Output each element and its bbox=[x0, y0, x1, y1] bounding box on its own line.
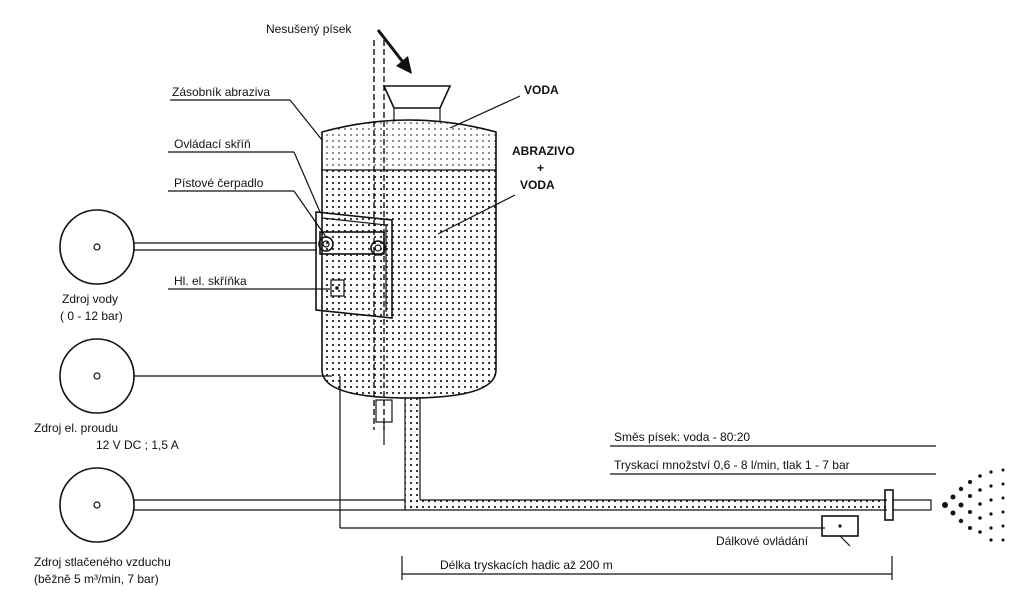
air-supply-pipe bbox=[134, 499, 405, 511]
label-blasting-params: Tryskací množství 0,6 - 8 l/min, tlak 1 … bbox=[614, 458, 850, 472]
label-water-source-range: ( 0 - 12 bar) bbox=[60, 309, 123, 323]
return-tube bbox=[375, 399, 393, 445]
main-electrical-box bbox=[330, 279, 345, 297]
label-remote-control: Dálkové ovládání bbox=[716, 534, 809, 548]
power-source-disc bbox=[59, 338, 135, 414]
blasting-hose bbox=[405, 499, 887, 511]
label-control-box: Ovládací skříň bbox=[174, 137, 251, 151]
label-mix-ratio: Směs písek: voda - 80:20 bbox=[614, 430, 750, 444]
hose-length-dimension bbox=[401, 556, 893, 580]
water-source-disc bbox=[59, 209, 135, 285]
label-main-el-box: Hl. el. skříňka bbox=[174, 274, 247, 288]
piston-pump bbox=[318, 231, 386, 256]
dry-sand-arrow bbox=[376, 29, 412, 74]
label-power-source-spec: 12 V DC ; 1,5 A bbox=[96, 438, 179, 452]
label-abrasive-zone-1: ABRAZIVO bbox=[512, 144, 575, 158]
label-piston-pump: Pístové čerpadlo bbox=[174, 176, 264, 190]
remote-control-box bbox=[821, 515, 859, 537]
leader-lines bbox=[168, 95, 936, 547]
label-dry-sand: Nesušený písek bbox=[266, 22, 352, 36]
label-abrasive-container: Zásobník abraziva bbox=[172, 85, 270, 99]
tank-outlet-pipe bbox=[404, 398, 421, 510]
control-box bbox=[315, 211, 393, 319]
nozzle bbox=[884, 489, 932, 521]
label-hose-length: Délka tryskacích hadic až 200 m bbox=[440, 558, 613, 572]
label-power-source: Zdroj el. proudu bbox=[34, 421, 118, 435]
air-source-disc bbox=[59, 467, 135, 543]
label-water-zone: VODA bbox=[524, 83, 559, 97]
abrasive-tank bbox=[321, 119, 497, 399]
sand-hopper bbox=[382, 85, 452, 122]
label-abrasive-zone-plus: + bbox=[537, 161, 544, 175]
label-air-source: Zdroj stlačeného vzduchu bbox=[34, 555, 171, 569]
label-abrasive-zone-2: VODA bbox=[520, 178, 555, 192]
spray-pattern bbox=[942, 468, 1005, 542]
label-water-source: Zdroj vody bbox=[62, 292, 118, 306]
label-air-source-spec: (běžně 5 m³/min, 7 bar) bbox=[34, 572, 159, 586]
